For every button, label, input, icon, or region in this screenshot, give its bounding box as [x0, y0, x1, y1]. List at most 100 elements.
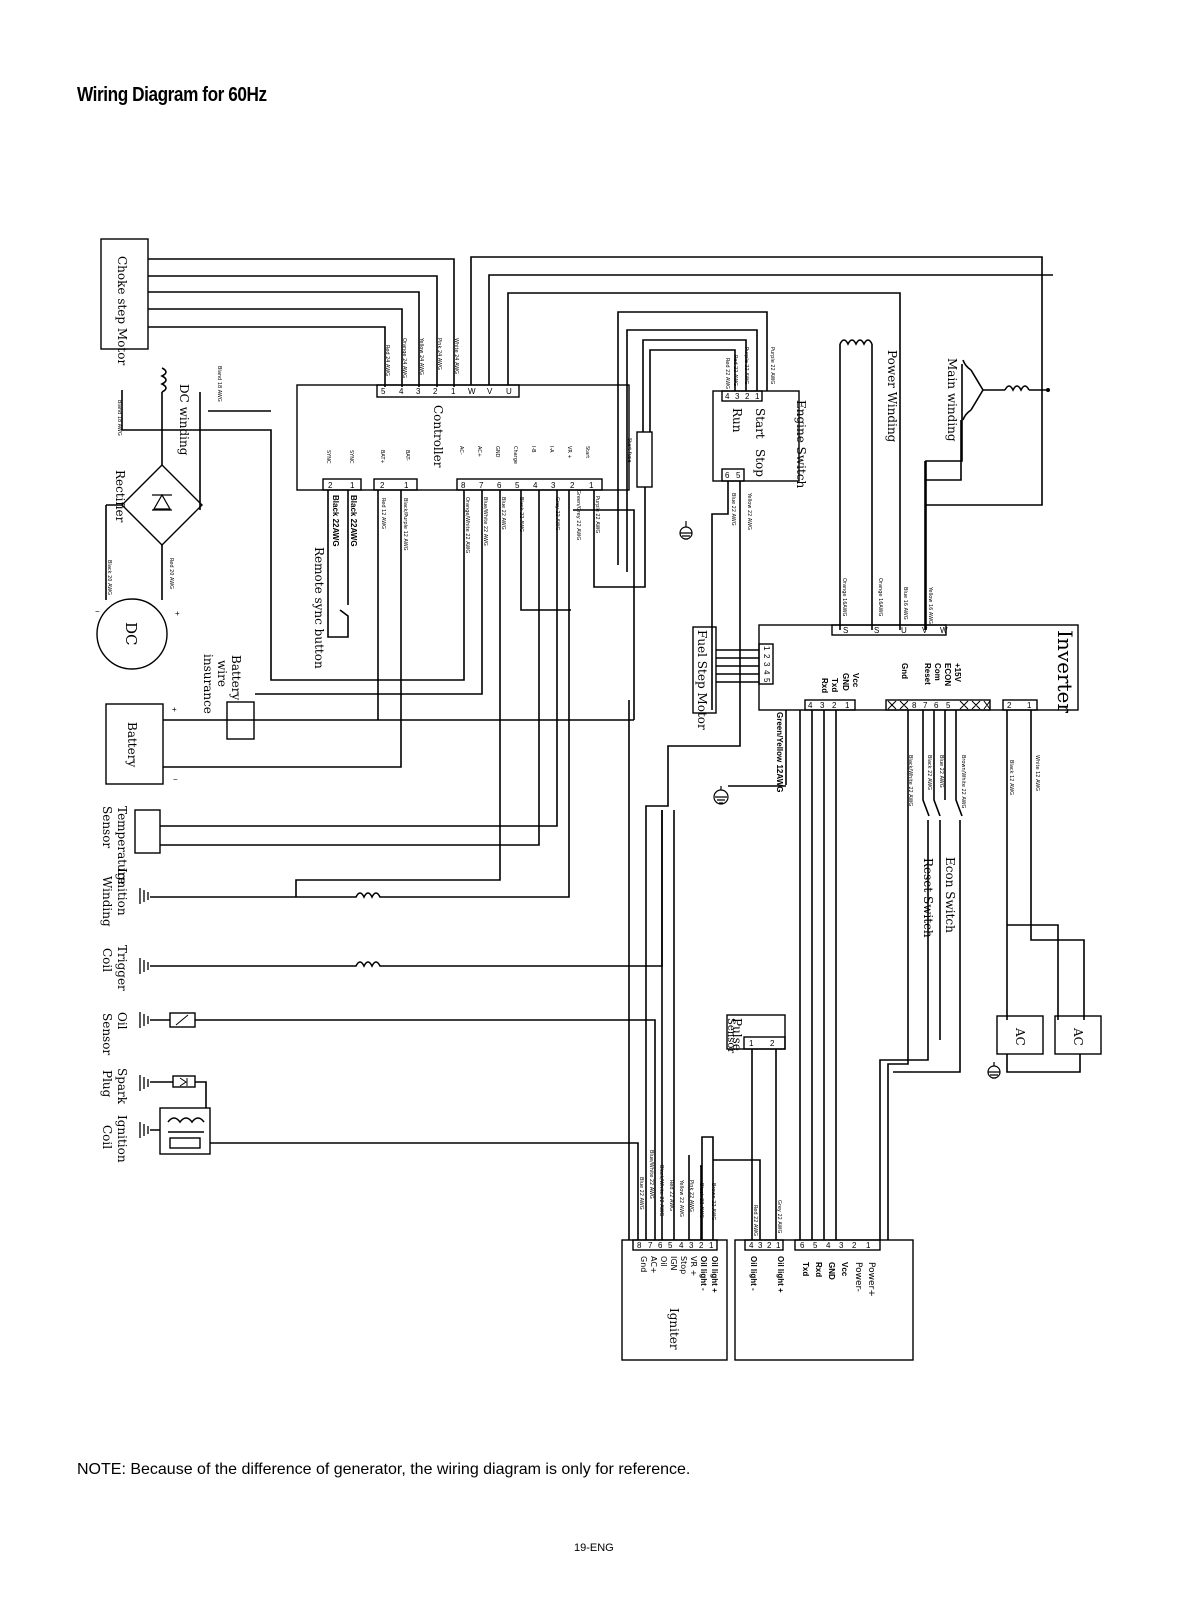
- svg-text:Oil light -: Oil light -: [699, 1256, 708, 1291]
- svg-text:4: 4: [762, 670, 771, 675]
- svg-text:2: 2: [380, 481, 385, 490]
- svg-text:Charge: Charge: [512, 446, 518, 464]
- svg-text:Brown/White 22 AWG: Brown/White 22 AWG: [960, 755, 966, 809]
- svg-text:1: 1: [350, 481, 355, 490]
- svg-text:Txd: Txd: [801, 1262, 810, 1276]
- svg-text:White 12 AWG: White 12 AWG: [1034, 755, 1040, 791]
- main-winding-label: Main winding: [945, 358, 959, 442]
- start-fuse: [636, 431, 653, 488]
- igniter-label: Igniter: [667, 1308, 681, 1350]
- svg-text:Brown 22 AWG: Brown 22 AWG: [710, 1183, 716, 1220]
- svg-text:5: 5: [668, 1241, 673, 1250]
- svg-text:Gnd: Gnd: [900, 663, 909, 679]
- svg-text:Oil light +: Oil light +: [776, 1256, 785, 1293]
- svg-text:5: 5: [515, 481, 520, 490]
- svg-text:Power+: Power+: [866, 1262, 876, 1297]
- fuel-step-motor-label: Fuel Step Motor: [695, 630, 709, 730]
- svg-text:Black 22 AWG: Black 22 AWG: [698, 1183, 704, 1218]
- svg-text:3: 3: [416, 387, 421, 396]
- rectifier: Rectifier: [113, 464, 203, 546]
- battery-fuse: Battery wire insurance: [201, 654, 255, 740]
- svg-text:BAT+: BAT+: [379, 450, 385, 464]
- svg-text:+: +: [175, 609, 180, 618]
- trigger-coil: Trigger Coil: [100, 810, 663, 991]
- svg-text:Com: Com: [933, 663, 942, 681]
- svg-text:Blue 22 AWG: Blue 22 AWG: [938, 755, 944, 788]
- reset-switch-label: Reset Switch: [921, 858, 935, 938]
- svg-text:2: 2: [1007, 701, 1012, 710]
- svg-text:I-A: I-A: [548, 446, 554, 453]
- svg-text:Ignition: Ignition: [115, 1115, 129, 1163]
- svg-text:AC: AC: [1013, 1027, 1027, 1046]
- svg-text:3: 3: [735, 392, 740, 401]
- svg-text:Bland 18 AWG: Bland 18 AWG: [216, 366, 222, 402]
- lcd: 4 3 2 1 6 5 4 3 2 1 Oil light - Oil ligh…: [734, 1239, 914, 1361]
- svg-text:U: U: [506, 387, 512, 396]
- svg-text:DC: DC: [122, 622, 140, 646]
- svg-text:5: 5: [946, 701, 951, 710]
- svg-text:Grey 22 AWG: Grey 22 AWG: [776, 1200, 782, 1233]
- svg-text:Txd: Txd: [830, 678, 839, 692]
- svg-text:1: 1: [755, 392, 760, 401]
- svg-text:8: 8: [912, 701, 917, 710]
- ignition-coil: Ignition Coil: [100, 1107, 639, 1240]
- svg-text:5: 5: [381, 387, 386, 396]
- svg-text:4: 4: [399, 387, 404, 396]
- svg-text:Sensor: Sensor: [725, 1018, 736, 1053]
- svg-text:insurance: insurance: [201, 654, 215, 714]
- svg-text:GND: GND: [841, 673, 850, 691]
- reference-note: NOTE: Because of the difference of gener…: [77, 1461, 691, 1478]
- svg-text:Yellow 22 AWG: Yellow 22 AWG: [678, 1179, 684, 1217]
- svg-text:Blue/White 22 AWG: Blue/White 22 AWG: [482, 497, 488, 546]
- svg-text:Black/Purple 12 AWG: Black/Purple 12 AWG: [402, 498, 408, 551]
- svg-text:2: 2: [767, 1241, 772, 1250]
- svg-text:Battery: Battery: [229, 655, 243, 700]
- svg-text:Red 22 AWG: Red 22 AWG: [752, 1205, 758, 1236]
- svg-text:Yellow 16 AWG: Yellow 16 AWG: [927, 586, 933, 624]
- svg-text:1: 1: [451, 387, 456, 396]
- svg-text:Black 12 AWG: Black 12 AWG: [1008, 760, 1014, 795]
- svg-text:Power-: Power-: [853, 1262, 863, 1292]
- svg-text:Temperature: Temperature: [115, 806, 129, 885]
- svg-text:S: S: [843, 626, 848, 635]
- svg-text:Purple 22 AWG: Purple 22 AWG: [769, 347, 775, 384]
- svg-text:Blue 22 AWG: Blue 22 AWG: [638, 1177, 644, 1210]
- svg-text:SYNC: SYNC: [325, 450, 331, 464]
- svg-text:Blue/White 22 AWG: Blue/White 22 AWG: [648, 1150, 654, 1199]
- svg-text:7: 7: [479, 481, 484, 490]
- controller-label: Controller: [431, 405, 445, 468]
- svg-text:4: 4: [826, 1241, 831, 1250]
- svg-text:AC+: AC+: [476, 446, 482, 457]
- svg-text:Rxd: Rxd: [820, 678, 829, 693]
- svg-text:Black/White 22 AWG: Black/White 22 AWG: [658, 1165, 664, 1216]
- svg-text:GND: GND: [494, 446, 500, 458]
- svg-text:BAT-: BAT-: [404, 450, 410, 461]
- svg-text:White 24 AWG: White 24 AWG: [453, 338, 459, 374]
- svg-text:7: 7: [648, 1241, 653, 1250]
- oil-sensor: Oil Sensor: [100, 1012, 656, 1240]
- svg-text:8: 8: [461, 481, 466, 490]
- svg-text:Rxd: Rxd: [814, 1262, 823, 1277]
- svg-text:3: 3: [820, 701, 825, 710]
- svg-text:Start: Start: [584, 446, 590, 458]
- svg-text:6: 6: [658, 1241, 663, 1250]
- svg-text:3: 3: [758, 1241, 763, 1250]
- engine-switch-label: Engine Switch: [794, 400, 808, 489]
- svg-text:Black 22 AWG: Black 22 AWG: [926, 755, 932, 790]
- svg-text:Yellow 22 AWG: Yellow 22 AWG: [746, 492, 752, 530]
- svg-text:6: 6: [725, 471, 730, 480]
- temperature-sensor: Temperature Sensor: [100, 806, 161, 885]
- svg-text:5: 5: [813, 1241, 818, 1250]
- svg-text:6: 6: [497, 481, 502, 490]
- svg-text:Oil: Oil: [659, 1256, 668, 1267]
- battery: Battery + −: [105, 703, 178, 785]
- svg-text:GND: GND: [827, 1262, 836, 1280]
- svg-text:1: 1: [589, 481, 594, 490]
- start-label: Start: [753, 408, 767, 439]
- ground-wire-label: Green/Yellow 12AWG: [775, 712, 784, 792]
- svg-text:Sensor: Sensor: [100, 806, 114, 848]
- svg-text:Bland 18 AWG: Bland 18 AWG: [116, 400, 122, 436]
- svg-text:Vcc: Vcc: [851, 673, 860, 688]
- svg-text:Blue 16 AWG: Blue 16 AWG: [902, 587, 908, 620]
